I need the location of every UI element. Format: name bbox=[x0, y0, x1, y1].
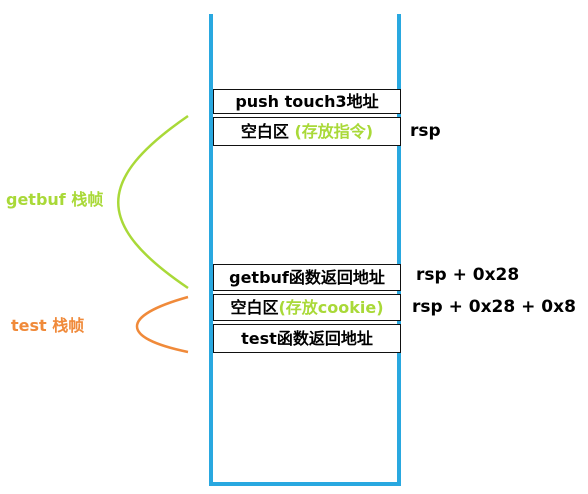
cell-text: push touch3地址 bbox=[235, 91, 379, 111]
stack-column bbox=[209, 14, 401, 486]
test-frame-brace bbox=[136, 295, 189, 354]
stack-cell-test-return: test函数返回地址 bbox=[213, 324, 401, 353]
test-frame-label: test 栈帧 bbox=[11, 316, 85, 335]
register-rsp: rsp bbox=[410, 121, 441, 141]
cell-text: 空白区 bbox=[240, 121, 295, 141]
cell-text: test函数返回地址 bbox=[241, 328, 373, 348]
cell-text: 空白区 bbox=[230, 297, 279, 317]
cell-highlight: (存放指令) bbox=[294, 121, 374, 141]
stack-cell-blank-cookie: 空白区 (存放cookie) bbox=[213, 294, 401, 321]
stack-cell-blank-instructions: 空白区 (存放指令) bbox=[213, 117, 401, 146]
getbuf-frame-label: getbuf 栈帧 bbox=[6, 190, 104, 209]
register-rsp-plus-0x30: rsp + 0x28 + 0x8 bbox=[412, 297, 576, 317]
stack-cell-getbuf-return: getbuf函数返回地址 bbox=[213, 264, 401, 291]
getbuf-frame-brace bbox=[117, 114, 189, 290]
stack-cell-push-touch3: push touch3地址 bbox=[213, 89, 401, 114]
register-rsp-plus-0x28: rsp + 0x28 bbox=[416, 265, 520, 285]
cell-text: getbuf函数返回地址 bbox=[229, 267, 385, 287]
cell-highlight: (存放cookie) bbox=[278, 297, 384, 317]
